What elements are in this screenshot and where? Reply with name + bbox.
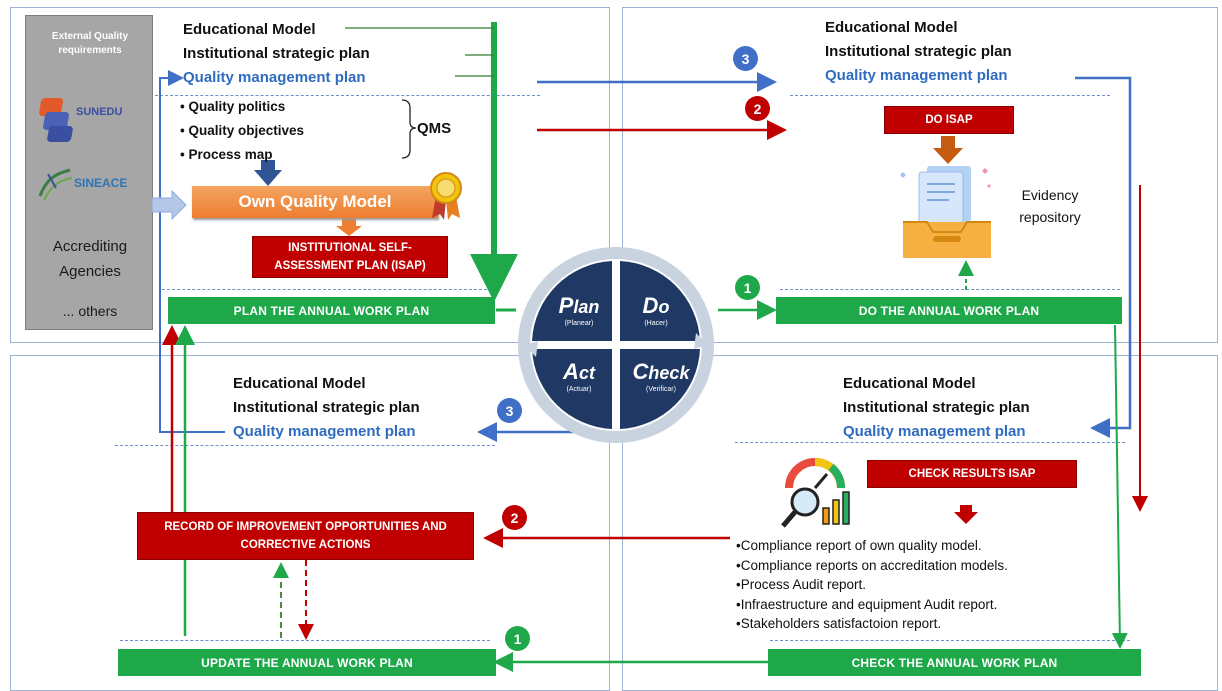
do-rest: o [658,297,670,317]
divider [770,640,1130,641]
act-quality-management-plan: Quality management plan [233,423,416,440]
act-educational-model: Educational Model [233,375,366,392]
pdca-act: Act (Actuar) [544,359,614,393]
isap-plan-label: INSTITUTIONAL SELF-ASSESSMENT PLAN (ISAP… [274,242,426,272]
check-rest: heck [648,363,690,383]
plan-subtitle: (Planear) [564,320,594,327]
accrediting-agencies: Accrediting Agencies [26,234,154,284]
award-medal-icon [428,170,464,222]
do-isap-box: DO ISAP [884,106,1014,134]
step-2-badge: 2 [502,505,527,530]
do-subtitle: (Hacer) [644,320,668,327]
qms-bullet-2: • Quality objectives [180,123,305,138]
divider [735,442,1125,443]
do-isap-label: DO ISAP [925,114,973,126]
update-bar-label: UPDATE THE ANNUAL WORK PLAN [201,655,413,670]
pdca-plan: Plan (Planear) [544,293,614,327]
external-requirements-panel: External Quality requirements SUNEDU SIN… [25,15,153,330]
check-results-isap-box: CHECK RESULTS ISAP [867,460,1077,488]
plan-educational-model: Educational Model [183,21,316,38]
plan-quadrant [10,7,610,343]
check-initial: C [632,359,649,384]
pdca-check: Check (Verificar) [621,359,701,393]
pdca-do: Do (Hacer) [621,293,691,327]
improvement-record-box: RECORD OF IMPROVEMENT OPPORTUNITIES AND … [137,512,474,560]
report-item: •Compliance reports on accreditation mod… [736,557,1008,573]
plan-bar-label: PLAN THE ANNUAL WORK PLAN [233,303,430,318]
step-3-badge: 3 [733,46,758,71]
others-label: ... others [62,303,118,319]
step-2-badge: 2 [745,96,770,121]
act-initial: A [563,359,579,384]
check-subtitle: (Verificar) [646,386,676,393]
report-item: •Infraestructure and equipment Audit rep… [736,596,998,612]
step-1-badge: 1 [505,626,530,651]
check-annual-work-plan-bar: CHECK THE ANNUAL WORK PLAN [768,649,1141,676]
qms-bullet-3: • Process map [180,147,273,162]
act-strategic-plan: Institutional strategic plan [233,399,420,416]
divider [115,445,495,446]
do-initial: D [642,293,659,318]
check-bar-label: CHECK THE ANNUAL WORK PLAN [851,655,1058,670]
sidebar-title: External Quality requirements [51,31,129,56]
divider [162,289,492,290]
plan-rest: lan [573,297,600,317]
evidency-repository-label: Evidency repository [1019,187,1081,225]
do-quality-management-plan: Quality management plan [825,67,1008,84]
do-annual-work-plan-bar: DO THE ANNUAL WORK PLAN [776,297,1122,324]
divider [790,95,1110,96]
analytics-gauge-icon [775,452,857,530]
own-quality-model-label: Own Quality Model [238,192,392,211]
pdca-cycle: Plan (Planear) Do (Hacer) Act (Actuar) C… [516,245,716,445]
check-results-isap-label: CHECK RESULTS ISAP [908,468,1036,480]
qms-bullet-1: • Quality politics [180,99,286,114]
document-tray-icon [897,160,997,260]
act-subtitle: (Actuar) [566,386,592,393]
check-quality-management-plan: Quality management plan [843,423,1026,440]
step-3-badge: 3 [497,398,522,423]
improvement-record-label: RECORD OF IMPROVEMENT OPPORTUNITIES AND … [164,521,447,551]
report-item: •Stakeholders satisfactoion report. [736,616,942,631]
sineace-label: SINEACE [74,176,128,190]
report-item: •Compliance report of own quality model. [736,538,982,553]
accrediting-label: Accrediting Agencies [52,238,128,280]
sineace-logo: SINEACE [36,166,146,206]
plan-annual-work-plan-bar: PLAN THE ANNUAL WORK PLAN [168,297,495,324]
divider [150,95,540,96]
do-quadrant [622,7,1218,343]
sunedu-logo: SUNEDU [36,94,146,154]
qms-label: QMS [417,120,452,137]
do-educational-model: Educational Model [825,19,958,36]
divider [780,289,1120,290]
sunedu-label: SUNEDU [76,106,123,118]
do-strategic-plan: Institutional strategic plan [825,43,1012,60]
report-item: •Process Audit report. [736,577,867,592]
plan-quality-management-plan: Quality management plan [183,69,366,86]
plan-strategic-plan: Institutional strategic plan [183,45,370,62]
check-educational-model: Educational Model [843,375,976,392]
reports-list: •Compliance report of own quality model.… [736,536,1008,634]
isap-plan-box: INSTITUTIONAL SELF-ASSESSMENT PLAN (ISAP… [252,236,448,278]
act-rest: ct [578,363,595,383]
own-quality-model: Own Quality Model [192,186,438,218]
update-annual-work-plan-bar: UPDATE THE ANNUAL WORK PLAN [118,649,496,676]
do-bar-label: DO THE ANNUAL WORK PLAN [858,303,1040,318]
check-strategic-plan: Institutional strategic plan [843,399,1030,416]
plan-initial: P [558,293,574,318]
divider [120,640,490,641]
step-1-badge: 1 [735,275,760,300]
